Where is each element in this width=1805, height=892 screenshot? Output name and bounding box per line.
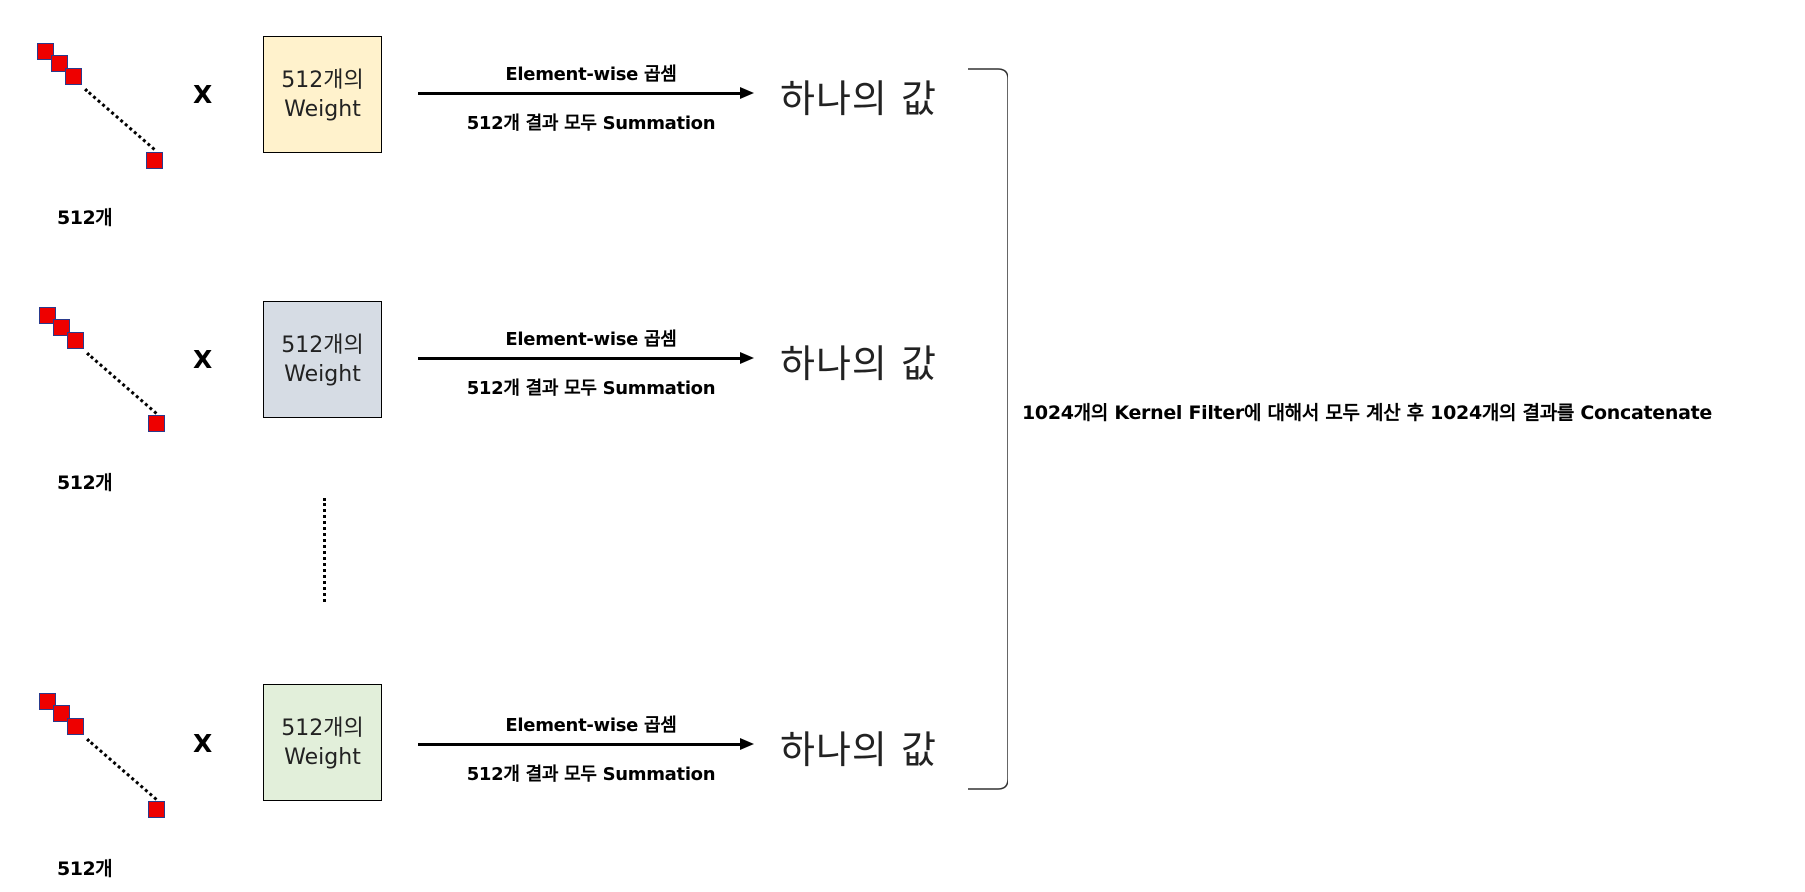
- right-bracket: [968, 68, 1008, 790]
- input-element-icon: [37, 43, 54, 60]
- input-element-icon: [146, 152, 163, 169]
- weight-label: Weight: [284, 361, 361, 387]
- weight-box: 512개의 Weight: [263, 684, 382, 801]
- operation-bottom-label: 512개 결과 모두 Summation: [466, 764, 716, 785]
- input-count-label: 512개: [57, 472, 113, 494]
- weight-label: Weight: [284, 96, 361, 122]
- operation-top-label: Element-wise 곱셈: [505, 715, 677, 736]
- result-label: 하나의 값: [780, 728, 937, 772]
- concatenate-label: 1024개의 Kernel Filter에 대해서 모두 계산 후 1024개의…: [1022, 402, 1712, 424]
- operation-top-label: Element-wise 곱셈: [505, 329, 677, 350]
- ellipsis-line: [86, 352, 158, 415]
- filter-row-3: 512개 X 512개의 Weight Element-wise 곱셈 512개…: [0, 649, 1020, 880]
- weight-box: 512개의 Weight: [263, 36, 382, 153]
- input-element-icon: [65, 68, 82, 85]
- multiply-sign: X: [193, 80, 213, 109]
- operation-bottom-label: 512개 결과 모두 Summation: [466, 113, 716, 134]
- input-element-icon: [39, 307, 56, 324]
- input-element-icon: [51, 55, 68, 72]
- arrow-right-icon: [418, 87, 754, 99]
- input-element-icon: [67, 718, 84, 735]
- ellipsis-line: [84, 88, 156, 151]
- result-label: 하나의 값: [780, 77, 937, 121]
- vertical-ellipsis: [323, 498, 326, 602]
- operation-bottom-label: 512개 결과 모두 Summation: [466, 378, 716, 399]
- input-element-icon: [39, 693, 56, 710]
- input-count-label: 512개: [57, 207, 113, 229]
- input-element-icon: [148, 415, 165, 432]
- weight-count-label: 512개의: [281, 715, 364, 741]
- multiply-sign: X: [193, 729, 213, 758]
- input-element-icon: [53, 319, 70, 336]
- weight-count-label: 512개의: [281, 67, 364, 93]
- result-label: 하나의 값: [780, 342, 937, 386]
- weight-label: Weight: [284, 744, 361, 770]
- ellipsis-line: [86, 738, 158, 801]
- input-element-icon: [53, 705, 70, 722]
- operation-top-label: Element-wise 곱셈: [505, 64, 677, 85]
- arrow-right-icon: [418, 352, 754, 364]
- weight-box: 512개의 Weight: [263, 301, 382, 418]
- input-element-icon: [67, 332, 84, 349]
- input-element-icon: [148, 801, 165, 818]
- input-count-label: 512개: [57, 858, 113, 880]
- weight-count-label: 512개의: [281, 332, 364, 358]
- filter-row-1: 512개 X 512개의 Weight Element-wise 곱셈 512개…: [0, 0, 1020, 229]
- arrow-right-icon: [418, 738, 754, 750]
- filter-row-2: 512개 X 512개의 Weight Element-wise 곱셈 512개…: [0, 265, 1020, 494]
- multiply-sign: X: [193, 345, 213, 374]
